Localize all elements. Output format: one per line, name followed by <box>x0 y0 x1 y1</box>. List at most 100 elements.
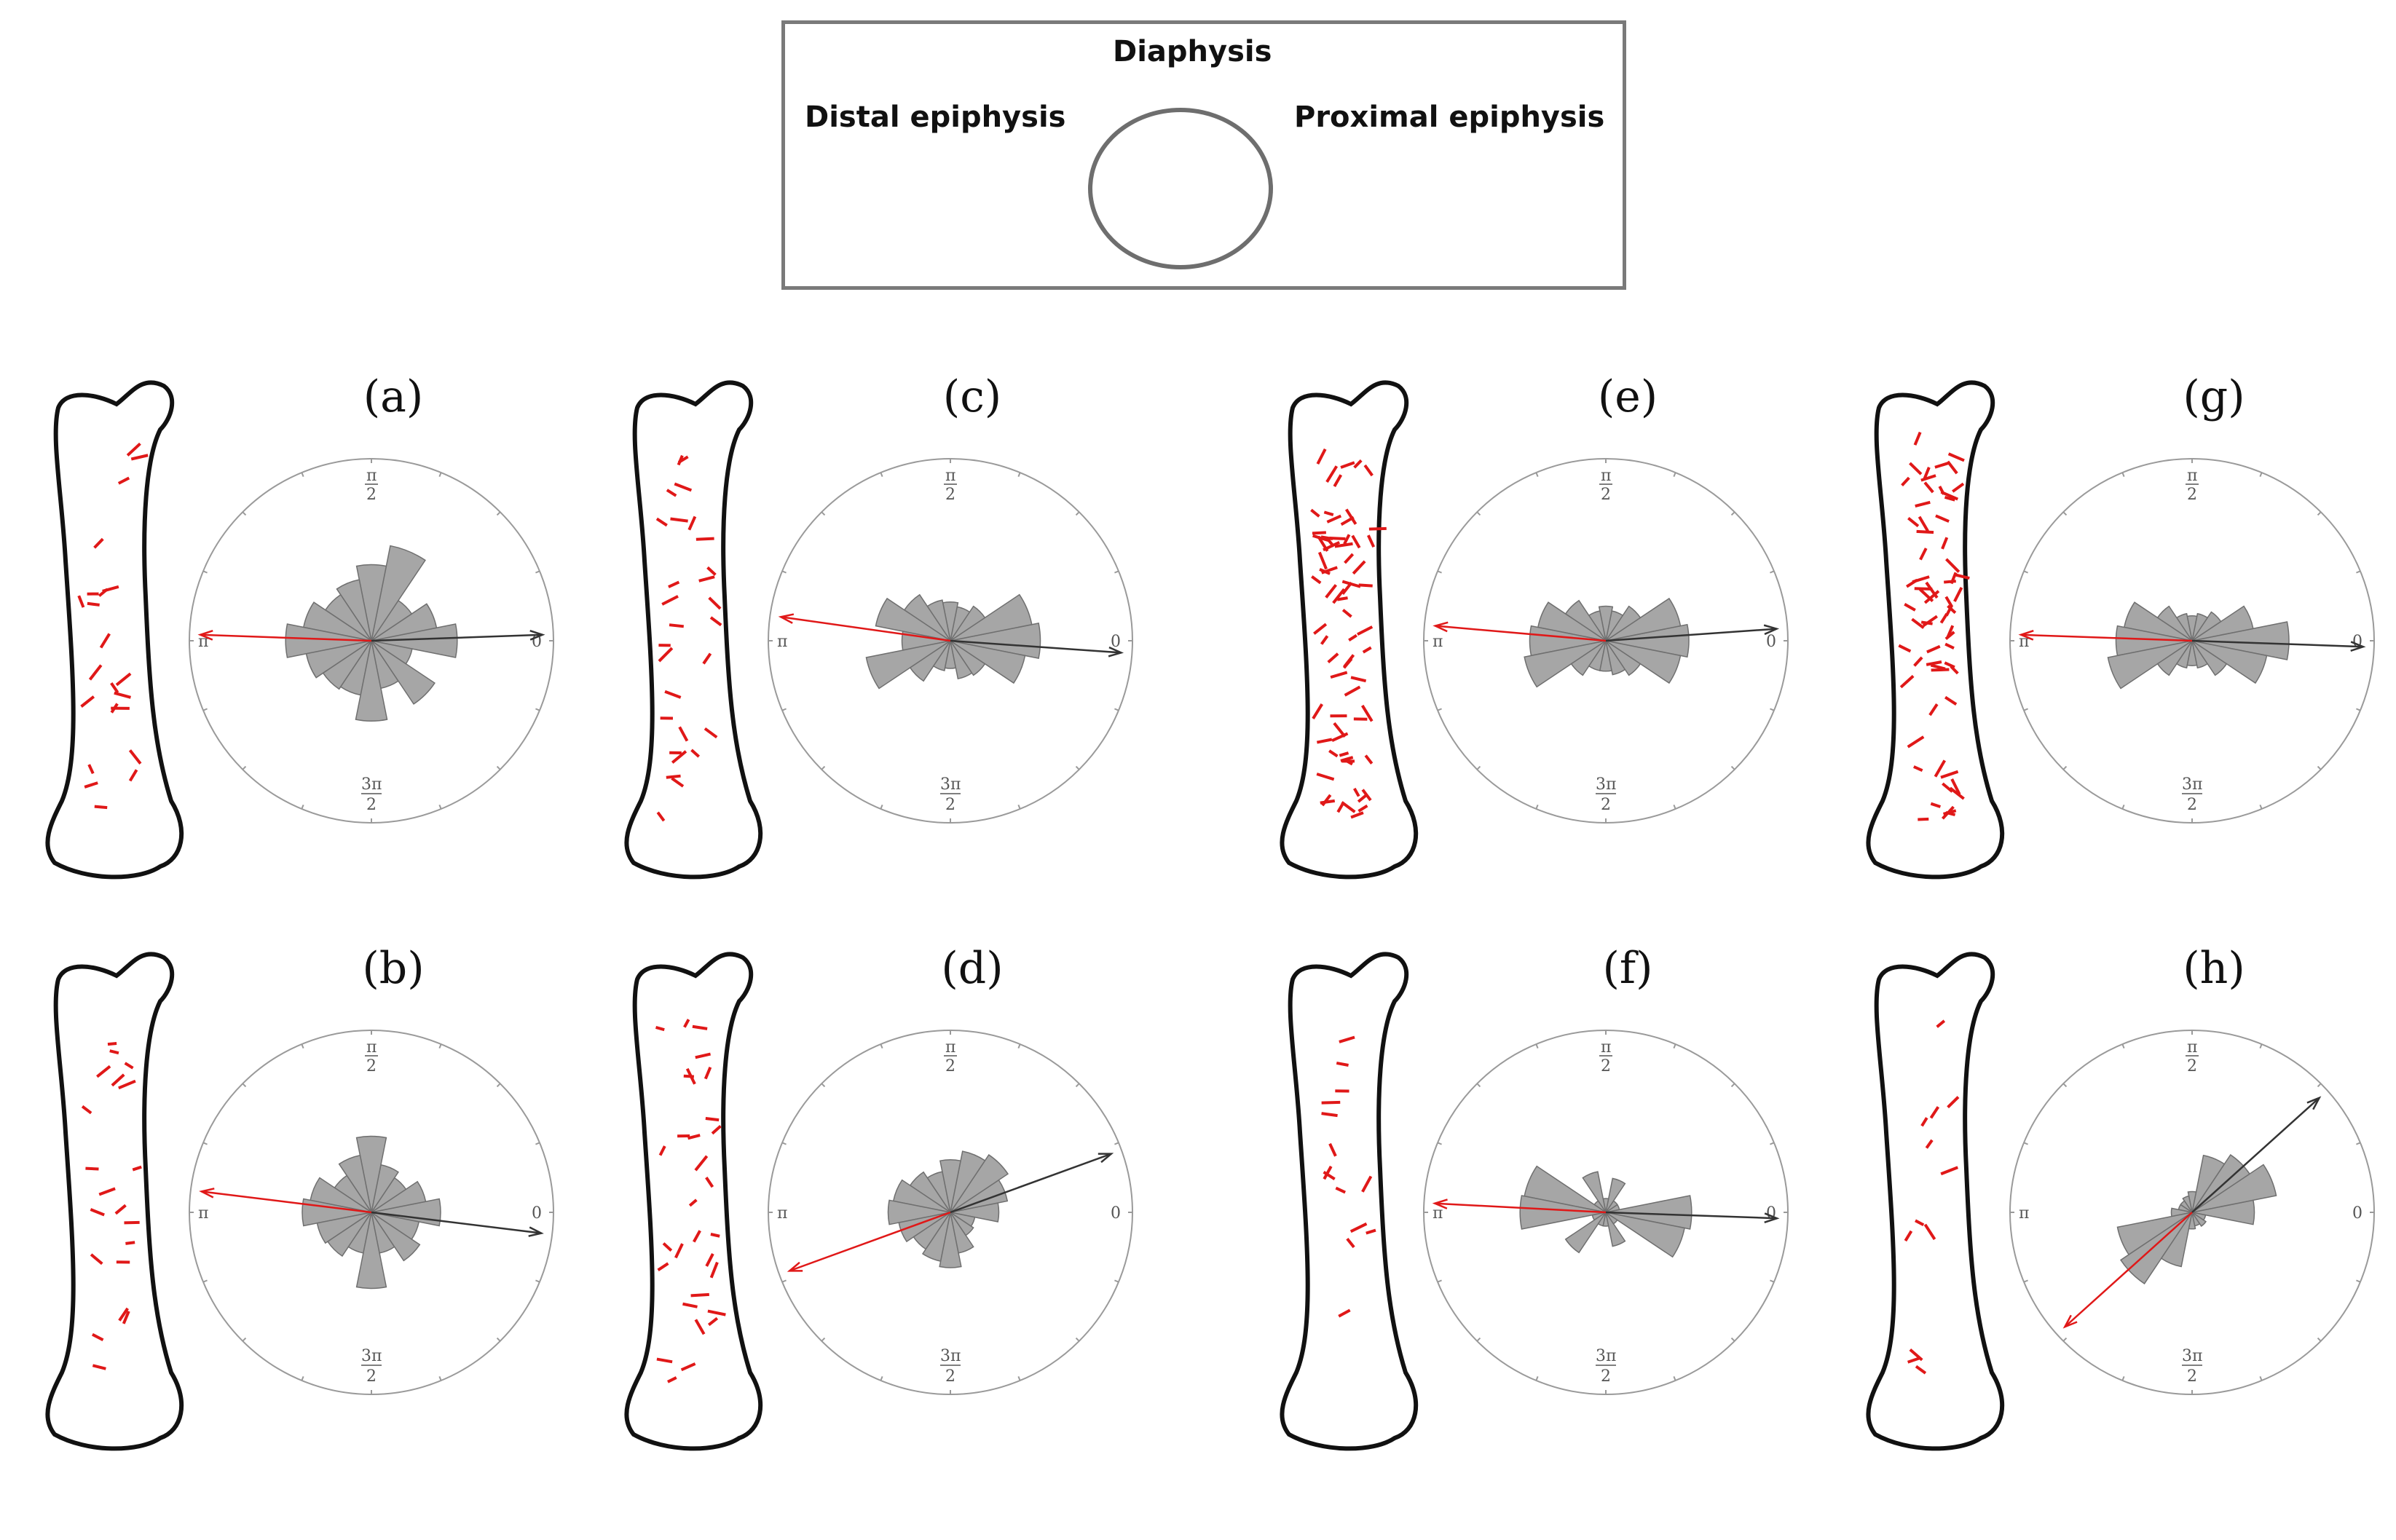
tick-label-three-half-den: 2 <box>945 796 955 814</box>
cut-mark <box>1921 622 1932 623</box>
cut-mark <box>676 1244 682 1257</box>
rose-tick <box>1674 1376 1675 1381</box>
cut-mark <box>1915 502 1931 506</box>
rose-tick <box>1536 805 1537 809</box>
cut-mark <box>82 1107 91 1113</box>
rose-tick <box>1732 1083 1735 1086</box>
cut-mark <box>709 598 720 609</box>
tick-label-zero: 0 <box>2352 1204 2362 1223</box>
cut-mark <box>1324 512 1333 515</box>
rose-tick <box>1770 1142 1774 1144</box>
rose-tick <box>1536 1376 1537 1381</box>
rose-tick <box>1477 767 1480 770</box>
cut-mark <box>1939 486 1944 494</box>
cut-mark <box>1908 1358 1920 1362</box>
cut-mark <box>1368 535 1374 547</box>
cut-mark <box>1333 589 1344 603</box>
cut-mark <box>693 1027 707 1029</box>
rose-tick <box>1732 512 1735 515</box>
cut-mark <box>1922 1118 1927 1126</box>
rose-tick <box>1477 1083 1480 1086</box>
cut-mark <box>659 648 672 661</box>
bone-marks <box>656 1019 726 1382</box>
tick-label-zero: 0 <box>1111 1204 1121 1223</box>
tick-label-pi: π <box>198 1204 208 1223</box>
cut-mark <box>1948 462 1958 473</box>
rose-tick <box>2122 1376 2124 1381</box>
cut-mark <box>1336 1188 1345 1193</box>
cut-mark <box>1320 801 1335 803</box>
cut-mark <box>1358 806 1367 811</box>
cut-mark <box>84 783 98 787</box>
cut-mark <box>658 1263 669 1270</box>
rose-tick <box>439 473 441 477</box>
rose-tick <box>535 1142 540 1144</box>
rose-tick <box>2063 1083 2066 1086</box>
cut-mark <box>1942 537 1947 549</box>
rose-tick <box>497 767 500 770</box>
tick-label-three-half-den: 2 <box>366 1367 377 1386</box>
rose-tick <box>821 767 824 770</box>
cut-mark <box>92 1335 103 1340</box>
rose-tick <box>1732 767 1735 770</box>
rose-tick <box>203 571 208 572</box>
cut-mark <box>1365 465 1372 475</box>
cut-mark <box>1904 604 1915 610</box>
rose-tick <box>2356 1280 2360 1282</box>
tick-label-half-pi-num: π <box>945 467 955 485</box>
tick-label-half-pi-den: 2 <box>945 486 955 504</box>
cut-mark <box>1330 1144 1336 1156</box>
cut-mark <box>1931 666 1945 669</box>
rose-tick <box>1114 571 1119 572</box>
cut-mark <box>669 625 684 626</box>
cut-mark <box>708 1311 725 1315</box>
cut-mark <box>1322 1113 1338 1115</box>
cut-mark <box>1351 677 1366 681</box>
rose-tick <box>1438 1142 1442 1144</box>
cut-mark <box>1347 1239 1354 1247</box>
cut-mark <box>92 1365 106 1369</box>
cut-mark <box>1317 449 1325 464</box>
tick-label-three-half-den: 2 <box>2187 796 2197 814</box>
rose-tick <box>1770 1280 1774 1282</box>
rose-tick <box>2063 767 2066 770</box>
tick-label-half-pi-den: 2 <box>2187 1057 2197 1075</box>
cut-mark <box>1946 559 1958 572</box>
cut-mark <box>130 770 137 781</box>
rose-tick <box>1076 1338 1079 1341</box>
cut-mark <box>1345 687 1360 695</box>
rose-tick <box>302 1044 303 1049</box>
tick-label-half-pi-num: π <box>1601 467 1611 485</box>
cut-mark <box>1312 577 1320 583</box>
bone-marks <box>1311 449 1386 818</box>
rose-tick <box>1114 1280 1119 1282</box>
cut-mark <box>1326 585 1336 597</box>
rose-tick <box>782 708 787 710</box>
cut-mark <box>1915 433 1920 445</box>
rose-tick <box>1770 708 1774 710</box>
rose-tick <box>782 571 787 572</box>
cut-mark <box>125 1242 135 1244</box>
cut-mark <box>709 1318 717 1324</box>
cut-mark <box>1357 627 1372 634</box>
cut-mark <box>669 582 679 587</box>
rose-tick <box>1674 473 1675 477</box>
cut-mark <box>666 776 681 778</box>
rose-tick <box>497 512 500 515</box>
cut-mark <box>1363 647 1371 652</box>
rose-tick <box>1477 1338 1480 1341</box>
cut-mark <box>1915 1220 1923 1225</box>
cut-mark <box>1344 655 1354 666</box>
cut-mark <box>133 1167 141 1170</box>
cut-mark <box>1925 1225 1934 1239</box>
panel-label: (f) <box>1569 943 1686 994</box>
tick-label-half-pi-num: π <box>366 1038 377 1057</box>
rose-tick <box>2024 1280 2028 1282</box>
cut-mark <box>1946 597 1951 607</box>
cut-mark <box>1329 751 1337 756</box>
cut-mark <box>1920 548 1926 560</box>
tick-label-half-pi-num: π <box>2187 1038 2197 1057</box>
